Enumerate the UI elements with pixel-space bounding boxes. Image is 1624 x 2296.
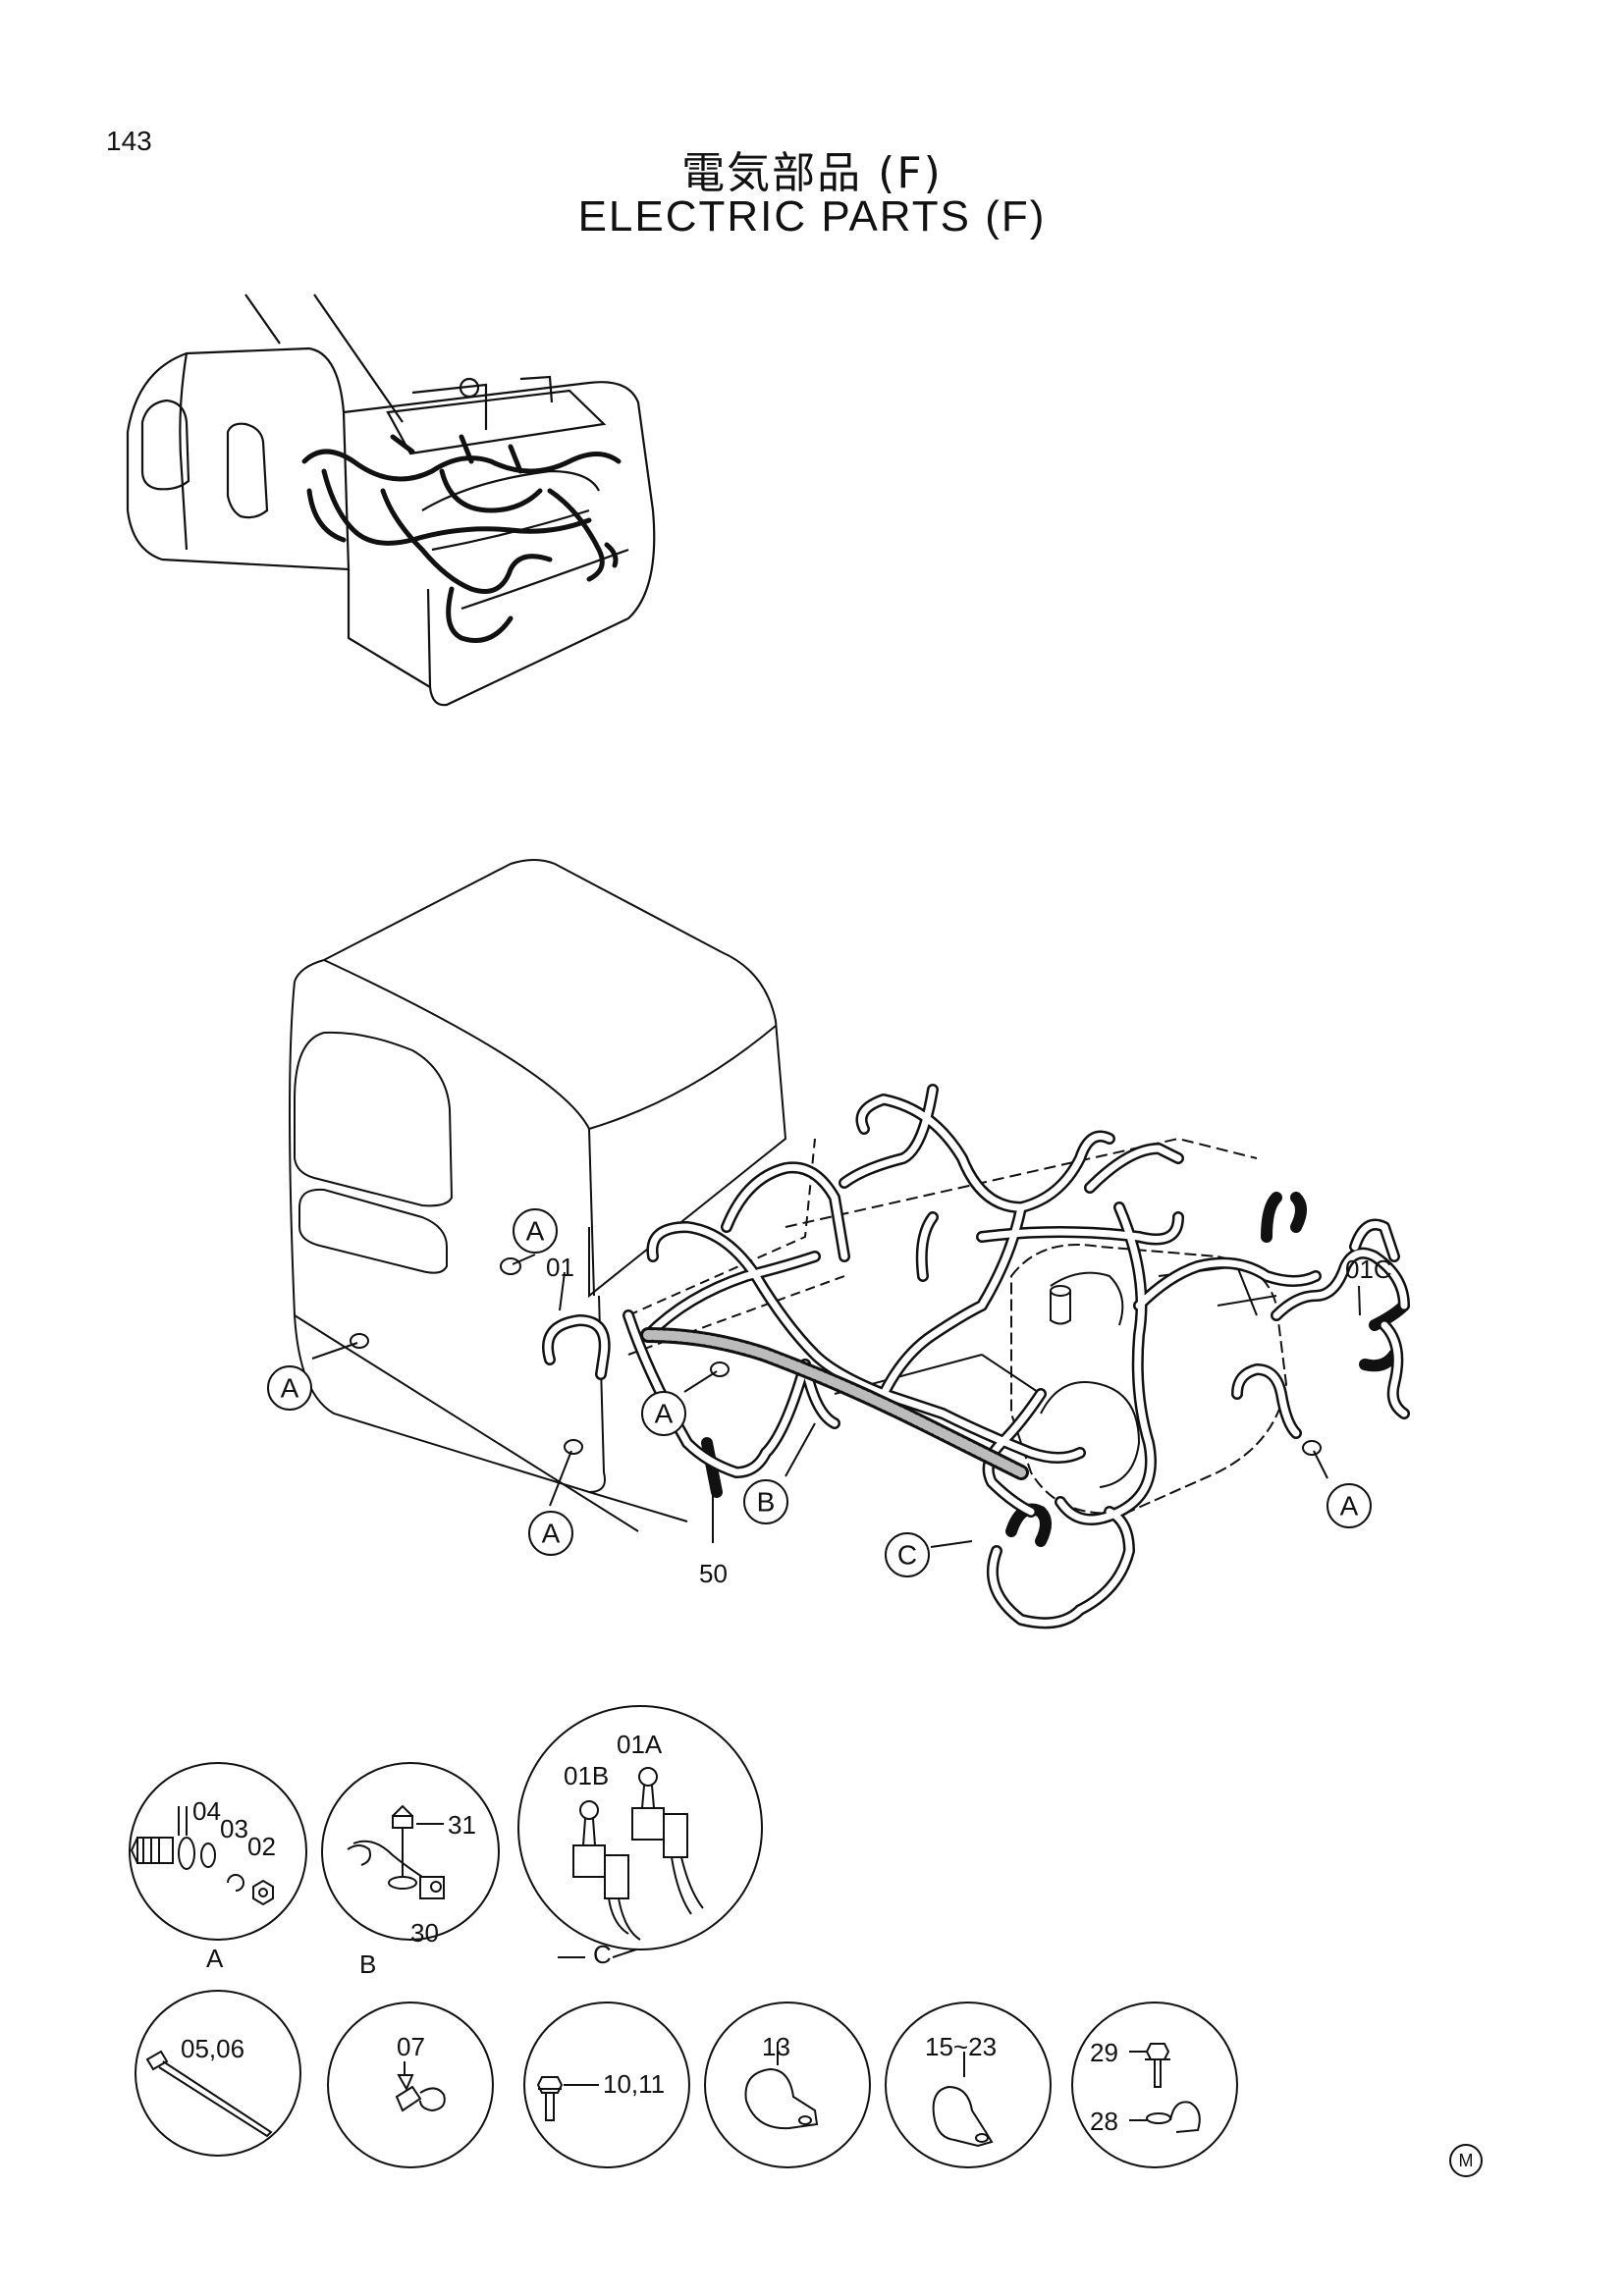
detail-b-label-30: 30 [410,1918,439,1948]
detail-c-letter: C [593,1940,612,1969]
part-label-10-11: 10,11 [603,2069,665,2099]
svg-text:A: A [655,1399,674,1429]
detail-view-a: 04 03 02 A [129,1762,307,1973]
detail-view-c: 01B 01A C [517,1705,763,1969]
callout-a-1: A [513,1208,558,1254]
svg-text:B: B [757,1487,776,1518]
part-detail-10-11: 10,11 [523,2002,690,2168]
svg-text:A: A [526,1216,545,1247]
detail-b-label-31: 31 [448,1810,476,1840]
page-title-english: ELECTRIC PARTS (F) [577,192,1047,240]
page-number: 143 [106,126,152,156]
callout-a-4: A [641,1391,686,1436]
part-detail-13: 13 [704,2002,871,2168]
part-label-50: 50 [699,1559,728,1588]
part-detail-05-06: 05,06 [135,1990,301,2157]
overview-wiring-harness [301,434,622,643]
detail-a-letter: A [206,1944,224,1973]
part-detail-07: 07 [327,2002,494,2168]
svg-text:A: A [281,1373,299,1404]
callout-b: B [743,1479,788,1524]
svg-text:C: C [897,1540,917,1571]
part-label-07: 07 [397,2032,425,2061]
svg-text:A: A [542,1519,561,1549]
detail-a-label-03: 03 [220,1814,248,1843]
part-detail-15-23: 15~23 [885,2002,1052,2168]
part-label-15-23: 15~23 [925,2032,997,2061]
part-label-28: 28 [1090,2107,1118,2136]
main-wiring-harness [542,1084,1410,1629]
main-machine-outline [289,859,1322,1532]
callout-a-3: A [528,1511,573,1556]
page-title-japanese: 電気部品 (F) [681,148,943,198]
manufacturer-mark: M [1449,2144,1483,2177]
part-label-05-06: 05,06 [181,2034,244,2063]
detail-view-b: 31 30 B [321,1762,500,1979]
part-label-29: 29 [1090,2038,1118,2067]
detail-a-label-04: 04 [192,1796,221,1826]
part-detail-28-29: 29 28 [1071,2002,1238,2168]
detail-c-label-01a: 01A [617,1730,663,1759]
callout-a-2: A [267,1365,312,1411]
detail-b-letter: B [359,1949,376,1979]
callout-c: C [885,1532,930,1577]
main-leader-lines [311,1254,1361,1548]
detail-c-label-01b: 01B [564,1761,609,1790]
part-label-13: 13 [762,2032,790,2061]
part-label-01: 01 [546,1253,574,1282]
callout-a-5: A [1326,1483,1372,1528]
detail-a-label-02: 02 [247,1832,276,1861]
svg-text:A: A [1340,1491,1359,1522]
overview-machine-drawing [126,294,656,707]
part-label-01c: 01C [1345,1255,1392,1284]
